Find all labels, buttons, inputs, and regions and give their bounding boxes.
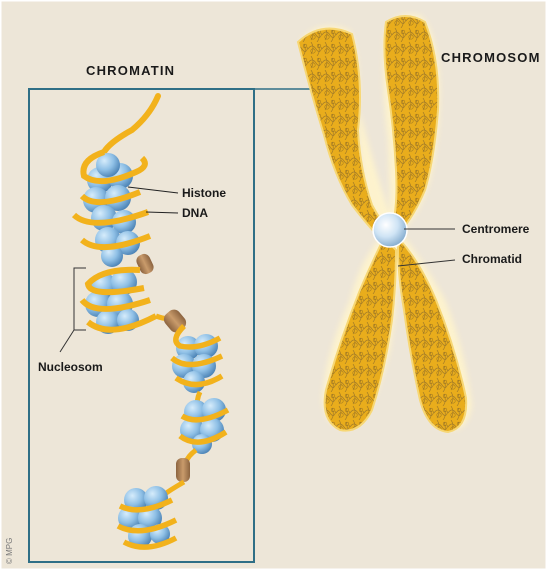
chromatid-label: Chromatid	[462, 252, 522, 266]
histone-label: Histone	[182, 186, 226, 200]
nucleosome-4	[180, 398, 228, 462]
copyright-mark: © MPG	[5, 538, 14, 564]
nucleosome-3	[172, 326, 222, 408]
nucleosome-2	[82, 269, 174, 334]
nucleosome-5	[118, 482, 184, 548]
chromosome	[298, 14, 472, 432]
chromatin-fiber	[74, 96, 228, 548]
centromere-ball	[373, 213, 407, 247]
chromatin-title: CHROMATIN	[86, 63, 175, 78]
nucleosome-label: Nucleosom	[38, 360, 103, 374]
nucleosome-1	[74, 152, 150, 267]
centromere-label: Centromere	[462, 222, 529, 236]
dna-label: DNA	[182, 206, 208, 220]
chromosome-title: CHROMOSOM	[441, 50, 541, 65]
